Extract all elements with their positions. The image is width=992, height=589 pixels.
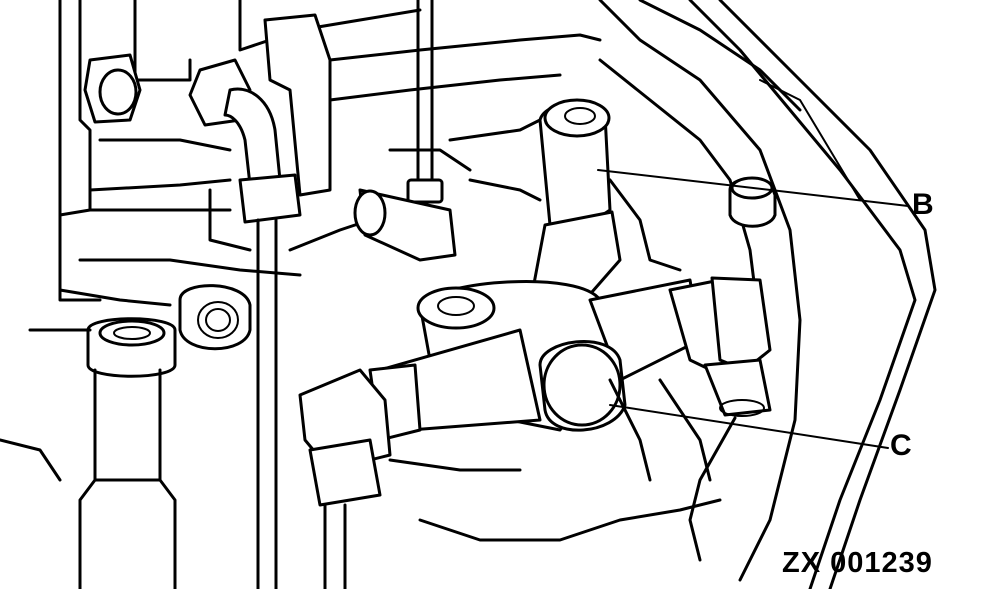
left-mount-column	[0, 317, 177, 589]
figure-code: ZX 001239	[782, 547, 933, 579]
dipstick-tube	[406, 0, 444, 204]
callout-leaders	[597, 169, 909, 449]
engine-casing-outline	[598, 0, 937, 589]
lower-housing	[388, 378, 722, 542]
callout-label-b: B	[912, 188, 934, 221]
banjo-fitting	[353, 188, 457, 262]
callout-label-c: C	[890, 429, 912, 462]
tee-assembly	[298, 98, 772, 589]
left-threaded-port	[178, 284, 252, 351]
engine-block-upper	[58, 0, 682, 307]
fuel-line-left	[256, 218, 278, 589]
upper-left-fittings	[83, 13, 332, 224]
